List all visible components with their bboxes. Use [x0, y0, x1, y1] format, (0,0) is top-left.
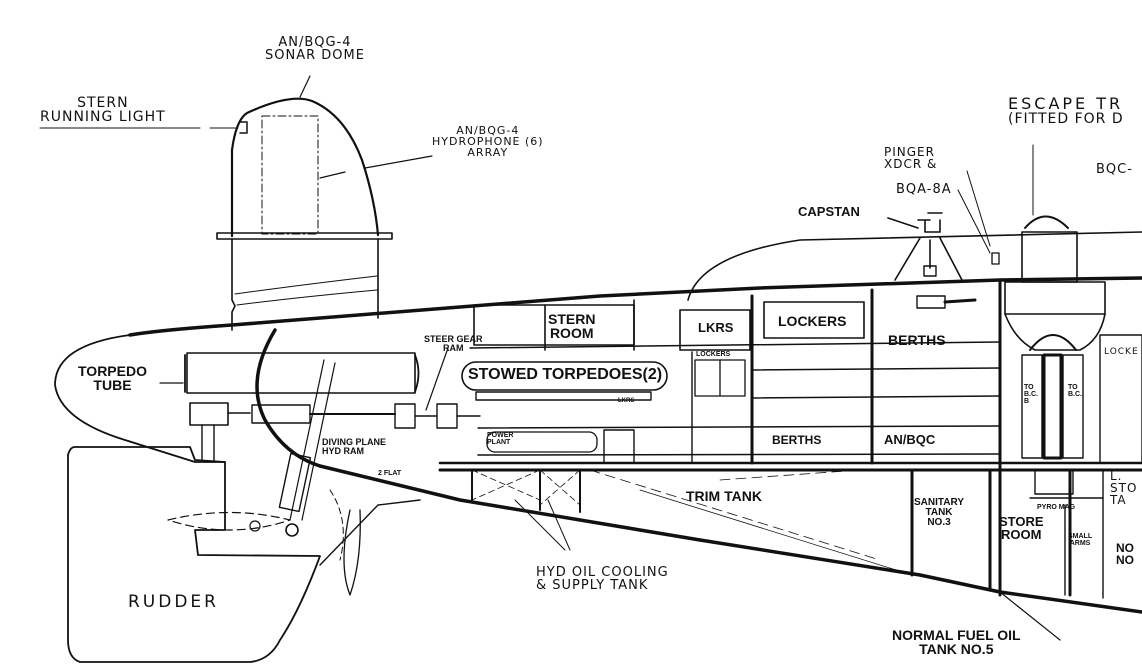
bqc-label: BQC-	[1096, 162, 1133, 177]
diving-plane-line2: HYD RAM	[322, 446, 364, 456]
pyro-mag-label: PYRO MAG	[1037, 504, 1076, 511]
berths-lower-label: BERTHS	[772, 433, 822, 447]
hydrophone-array-label: AN/BQG-4 HYDROPHONE (6) ARRAY	[432, 125, 544, 158]
stowed-torpedoes	[461, 361, 668, 391]
capstan-label: CAPSTAN	[798, 204, 860, 219]
no-partial-label: NO NO	[1116, 542, 1134, 566]
power-plant-label: POWER PLANT	[487, 432, 513, 446]
lo-storage-label: L. STO TA	[1110, 470, 1137, 506]
lower-hull-slope	[318, 464, 1142, 614]
pinger-label: PINGER XDCR &	[884, 146, 937, 170]
to-bc-left-line2: B.C.	[1024, 391, 1038, 398]
sonar-dome-label: AN/BQG-4 SONAR DOME	[265, 36, 365, 62]
sonar-dome-outline	[230, 97, 380, 238]
hull-top	[128, 276, 1142, 337]
sanitary-line3: NO.3	[927, 517, 951, 528]
to-bc-right-line1: TO	[1068, 384, 1078, 391]
flat-label: 2 FLAT	[378, 470, 402, 477]
bqa-label: BQA-8A	[896, 182, 952, 197]
small-arms-label: SMALL ARMS	[1068, 533, 1092, 547]
sail-band	[216, 232, 393, 240]
torpedo-tube-label: TORPEDO TUBE	[78, 364, 147, 392]
to-bc-left-label: TO B.C. B	[1024, 384, 1038, 405]
to-bc-right-line2: B.C.	[1068, 391, 1082, 398]
stern-room-line2: ROOM	[549, 325, 594, 341]
torpedo-tube-line1: TORPEDO	[78, 363, 147, 379]
small-arms-line2: ARMS	[1069, 540, 1091, 547]
lkrs-label: LKRS	[698, 320, 734, 335]
hyd-oil-line1: HYD OIL COOLING	[536, 565, 669, 580]
to-bc-left-line3: B	[1024, 398, 1030, 405]
trim-tank-label: TRIM TANK	[686, 488, 762, 504]
lo-storage-line1: L.	[1110, 469, 1123, 483]
stern-running-light-line1: STERN	[77, 95, 129, 111]
lo-storage-line3: TA	[1110, 493, 1127, 507]
power-plant-line1: POWER	[487, 432, 514, 439]
sanitary-line1: SANITARY	[914, 497, 964, 508]
torpedo-tube	[186, 352, 416, 394]
diving-plane-ram-label: DIVING PLANE HYD RAM	[322, 438, 386, 456]
escape-trunk-line2: (FITTED FOR D	[1008, 111, 1124, 127]
rudder-outline	[67, 446, 321, 663]
normal-fuel-oil-label: NORMAL FUEL OIL TANK NO.5	[892, 628, 1021, 656]
fuel-oil-line1: NORMAL FUEL OIL	[892, 627, 1021, 643]
lkrs-small-label: LKRS	[618, 398, 635, 404]
hydrophone-line2: HYDROPHONE (6)	[432, 135, 544, 148]
stern-room-line1: STERN	[548, 311, 596, 327]
no-partial-line2: NO	[1116, 553, 1134, 567]
sail-lower	[231, 238, 379, 331]
hyd-oil-line2: & SUPPLY TANK	[536, 578, 649, 593]
sanitary-line2: TANK	[925, 507, 953, 518]
hyd-oil-label: HYD OIL COOLING & SUPPLY TANK	[536, 566, 669, 592]
hydrophone-line1: AN/BQG-4	[456, 124, 520, 137]
store-room-label: STORE ROOM	[999, 515, 1044, 541]
torpedo-tube-line2: TUBE	[93, 377, 132, 393]
to-bc-right-label: TO B.C.	[1068, 384, 1082, 398]
hydrophone-line3: ARRAY	[467, 146, 509, 159]
running-light-notch	[239, 121, 248, 134]
lockers-small-label: LOCKERS	[696, 351, 731, 358]
store-room-line2: ROOM	[1001, 527, 1042, 542]
lockers-label: LOCKERS	[778, 313, 847, 329]
stern-cone	[54, 334, 226, 463]
steer-gear-line1: STEER GEAR	[424, 334, 483, 344]
power-plant-line2: PLANT	[487, 439, 511, 446]
pinger-line2: XDCR &	[884, 157, 938, 171]
stern-running-light-label: STERN RUNNING LIGHT	[40, 96, 166, 124]
stern-running-light-line2: RUNNING LIGHT	[40, 109, 166, 125]
diving-plane-ram	[278, 452, 312, 513]
rudder-label: RUDDER	[128, 592, 219, 612]
stowed-torpedoes-label: STOWED TORPEDOES(2)	[468, 366, 663, 383]
small-arms-line1: SMALL	[1068, 533, 1093, 540]
steer-gear-line2: RAM	[443, 343, 464, 353]
to-bc-left-line1: TO	[1024, 384, 1034, 391]
sanitary-tank-label: SANITARY TANK NO.3	[914, 498, 964, 528]
lockers-right-label: LOCKE	[1104, 347, 1139, 357]
store-room-line1: STORE	[999, 514, 1044, 529]
lo-storage-line2: STO	[1110, 481, 1138, 495]
stern-room-label: STERN ROOM	[548, 312, 595, 340]
fuel-oil-line2: TANK NO.5	[919, 641, 994, 657]
no-partial-line1: NO	[1116, 541, 1134, 555]
sonar-dome-label-line2: SONAR DOME	[265, 48, 365, 63]
an-bqc-label: AN/BQC	[884, 432, 936, 447]
pressure-hull-aft	[255, 328, 322, 468]
pinger-line1: PINGER	[884, 145, 935, 159]
steer-gear-ram-label: STEER GEAR RAM	[424, 335, 483, 353]
escape-trunk-line1: ESCAPE TR	[1008, 94, 1124, 113]
superstructure	[687, 231, 1142, 301]
hydrophone-array	[261, 115, 319, 235]
diving-plane-line1: DIVING PLANE	[322, 437, 387, 447]
sonar-dome-label-line1: AN/BQG-4	[278, 35, 352, 50]
escape-trunk-label: ESCAPE TR (FITTED FOR D	[1008, 94, 1124, 127]
berths-upper-label: BERTHS	[888, 332, 946, 348]
